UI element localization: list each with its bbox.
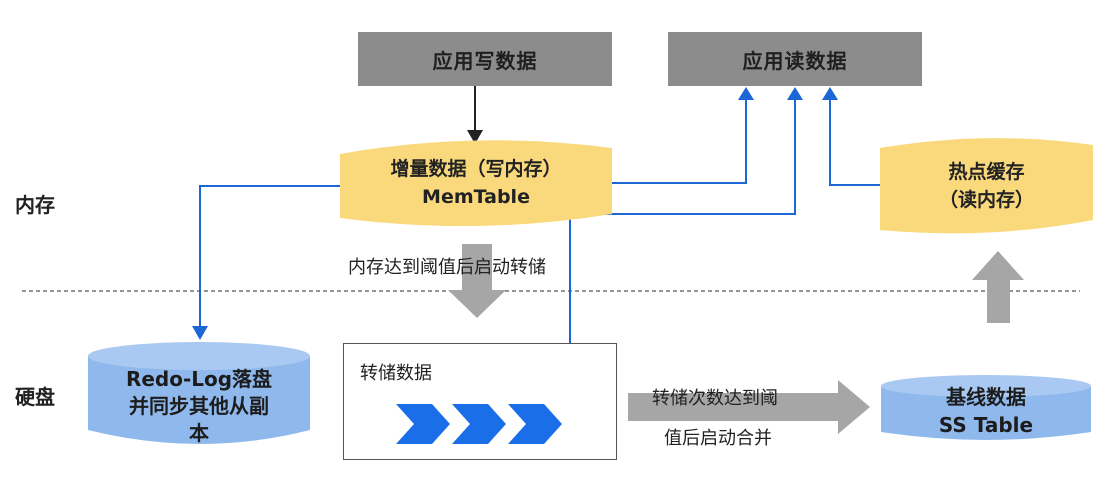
- disk-layer-label: 硬盘: [15, 385, 55, 409]
- baseline-subtitle: SS Table: [938, 413, 1034, 437]
- write-arrowhead: [467, 130, 483, 144]
- flush-note: 内存达到阈值后启动转储: [348, 257, 546, 278]
- redo-log-cylinder: [88, 342, 310, 444]
- cache-read-arrowhead: [822, 87, 838, 100]
- memtable-title: 增量数据（写内存）: [390, 158, 562, 180]
- memtable-banner: [340, 140, 612, 227]
- memtable-text: 增量数据（写内存） MemTable: [340, 155, 612, 211]
- app-write-label: 应用写数据: [432, 48, 538, 73]
- baseline-text: 基线数据 SS Table: [881, 383, 1091, 439]
- dump-read-arrowhead: [787, 87, 803, 100]
- baseline-title: 基线数据: [946, 385, 1026, 409]
- cache-read-line: [829, 96, 880, 186]
- hot-cache-banner: [880, 138, 1093, 234]
- app-read-box: 应用读数据: [668, 32, 922, 86]
- flush-arrow: [448, 244, 506, 318]
- memtable-read-arrowhead: [738, 87, 754, 100]
- merge-note: 转储次数达到阈 值后启动合并: [652, 379, 778, 459]
- app-read-label: 应用读数据: [742, 48, 848, 73]
- memtable-read-line: [612, 96, 747, 184]
- redo-log-line2: 并同步其他从副: [129, 394, 269, 418]
- chevron-arrows-icon: [396, 404, 562, 444]
- memtable-subtitle: MemTable: [422, 186, 530, 208]
- redo-log-line: [199, 185, 340, 328]
- baseline-cylinder: [881, 375, 1091, 440]
- dump-read-line: [569, 96, 796, 343]
- dump-data-box: 转储数据: [343, 343, 617, 460]
- hot-cache-text: 热点缓存 （读内存）: [880, 158, 1093, 214]
- dump-data-title: 转储数据: [360, 363, 432, 384]
- hot-cache-title: 热点缓存: [948, 161, 1025, 183]
- cache-load-arrow: [972, 251, 1024, 323]
- hot-cache-subtitle: （读内存）: [938, 189, 1034, 211]
- merge-note-line1: 转储次数达到阈: [652, 388, 778, 409]
- chevron-3: [508, 404, 562, 444]
- redo-log-arrowhead: [192, 326, 208, 340]
- app-write-box: 应用写数据: [358, 32, 612, 86]
- redo-log-text: Redo-Log落盘 并同步其他从副 本: [88, 366, 310, 447]
- merge-arrow: [628, 380, 870, 434]
- redo-log-line3: 本: [189, 421, 209, 445]
- chevron-1: [396, 404, 450, 444]
- merge-note-line2: 值后启动合并: [664, 428, 772, 449]
- memory-layer-label: 内存: [15, 193, 55, 217]
- chevron-2: [452, 404, 506, 444]
- redo-log-line1: Redo-Log落盘: [125, 367, 273, 391]
